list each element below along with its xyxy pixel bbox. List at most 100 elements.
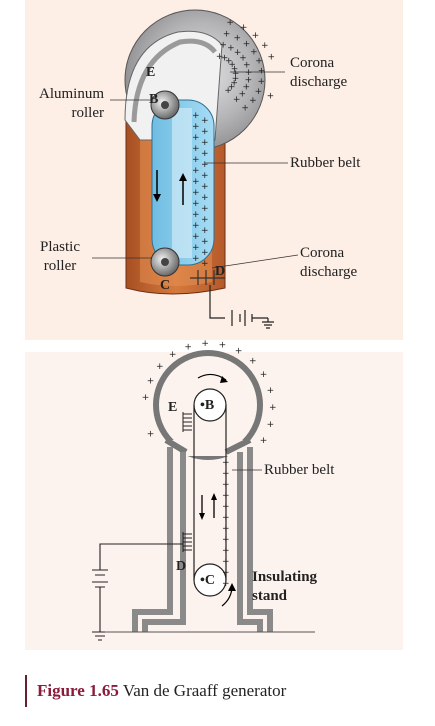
dome-charge: + [231, 64, 239, 74]
label-point-c-bottom: •C [200, 573, 216, 588]
belt-charge: + [201, 149, 209, 159]
leader-corona-bottom [211, 254, 299, 269]
label-insulating-stand: Insulating stand [252, 569, 318, 604]
dome-charge: + [241, 104, 249, 114]
sphere-rim-right [224, 437, 252, 455]
caption-title: Van de Graaff generator [122, 681, 287, 700]
dome-charge: + [228, 83, 236, 93]
dome-charge: + [245, 68, 253, 78]
label-point-e-bottom: E [168, 400, 178, 415]
belt-charge: + [222, 480, 230, 490]
label-aluminum-roller: Aluminum roller [38, 86, 104, 121]
sphere-charge: + [142, 393, 150, 403]
bottom-comb [190, 270, 225, 285]
bottom-belt-down-arrowhead [199, 513, 205, 520]
label-point-c-top: C [160, 278, 171, 293]
comb-d [182, 532, 192, 552]
belt-charge: + [222, 502, 230, 512]
sphere-charge: + [269, 403, 277, 413]
sphere-charge: + [147, 376, 155, 386]
belt-charge: + [201, 215, 209, 225]
belt-charge: + [192, 111, 200, 121]
belt-charge: + [192, 177, 200, 187]
belt-up-arrowhead [179, 173, 187, 181]
dome-charge: + [239, 54, 247, 64]
dome-charge: + [228, 60, 236, 70]
dome-charge: + [261, 41, 269, 51]
dome-charge: + [255, 57, 263, 67]
dome-charge: + [224, 86, 232, 96]
sphere-charge: + [249, 356, 257, 366]
dome-charge: + [243, 60, 251, 70]
sphere-charge: + [267, 386, 275, 396]
sphere-charge: + [235, 346, 243, 356]
dome-charge: + [221, 54, 229, 64]
belt-charge: + [222, 469, 230, 479]
dome-charge: + [268, 53, 276, 63]
belt-charge: + [192, 221, 200, 231]
belt-charge: + [201, 193, 209, 203]
belt-charge: + [192, 144, 200, 154]
belt-charge: + [222, 535, 230, 545]
belt-charge: + [192, 155, 200, 165]
sphere-charge: + [169, 350, 177, 360]
sphere-charge: + [219, 340, 227, 350]
belt-charge: + [201, 171, 209, 181]
dome-charge: + [245, 75, 253, 85]
belt-charge: + [192, 232, 200, 242]
belt-charge: + [192, 188, 200, 198]
dome-charge: + [219, 41, 227, 51]
belt-charge: + [222, 513, 230, 523]
dome-charge: + [249, 96, 257, 106]
label-corona-discharge-top: Corona discharge [290, 55, 348, 90]
insulating-stand [132, 447, 273, 632]
dome-charge: + [225, 57, 233, 67]
sphere-rim-left [164, 437, 188, 455]
label-point-d-top: D [215, 264, 226, 279]
dome-inner-shell [131, 38, 217, 123]
sphere-charge: + [201, 339, 209, 349]
label-rubber-belt-top: Rubber belt [290, 155, 361, 171]
label-plastic-roller: Plastic roller [40, 239, 80, 274]
rotation-arrowhead-top [220, 376, 228, 383]
belt-divider [172, 108, 192, 258]
belt-charge: + [201, 127, 209, 137]
belt-charge: + [222, 557, 230, 567]
belt-charge: + [201, 226, 209, 236]
belt-charge: + [222, 524, 230, 534]
dome-charge: + [234, 48, 242, 58]
dome-charge: + [230, 78, 238, 88]
sphere-charge: + [184, 342, 192, 352]
plastic-roller-hub [161, 258, 169, 266]
sphere-outer [153, 350, 263, 460]
bottom-belt-up-arrowhead [211, 493, 217, 500]
caption-figure-number: Figure 1.65 [37, 681, 119, 700]
aluminum-roller-hub [161, 101, 169, 109]
label-point-b-bottom: •B [200, 398, 215, 413]
dome-charge: + [267, 91, 275, 101]
sphere-charge: + [147, 430, 155, 440]
battery-circuit [92, 543, 183, 641]
belt-charge: + [192, 243, 200, 253]
belt-charge: + [222, 568, 230, 578]
belt-charge: + [192, 166, 200, 176]
label-point-d-bottom: D [176, 559, 187, 574]
belt-charge: + [201, 248, 209, 258]
belt-charge: + [192, 133, 200, 143]
dome-charge: + [243, 39, 251, 49]
belt-charge: + [192, 122, 200, 132]
sphere-charge: + [267, 420, 275, 430]
dome-charge: + [232, 69, 240, 79]
supply-wire-top [209, 285, 274, 329]
figure-caption: Figure 1.65 Van de Graaff generator [25, 675, 427, 707]
dome-charge: + [216, 52, 224, 62]
label-point-b-top: B [149, 92, 159, 107]
sphere-charge: + [260, 370, 268, 380]
belt-charge: + [192, 254, 200, 264]
belt-down-arrowhead [153, 194, 161, 202]
dome-charge: + [258, 67, 266, 77]
dome-charge: + [226, 18, 234, 28]
sphere-charge: + [156, 362, 164, 372]
dome-charge: + [232, 74, 240, 84]
